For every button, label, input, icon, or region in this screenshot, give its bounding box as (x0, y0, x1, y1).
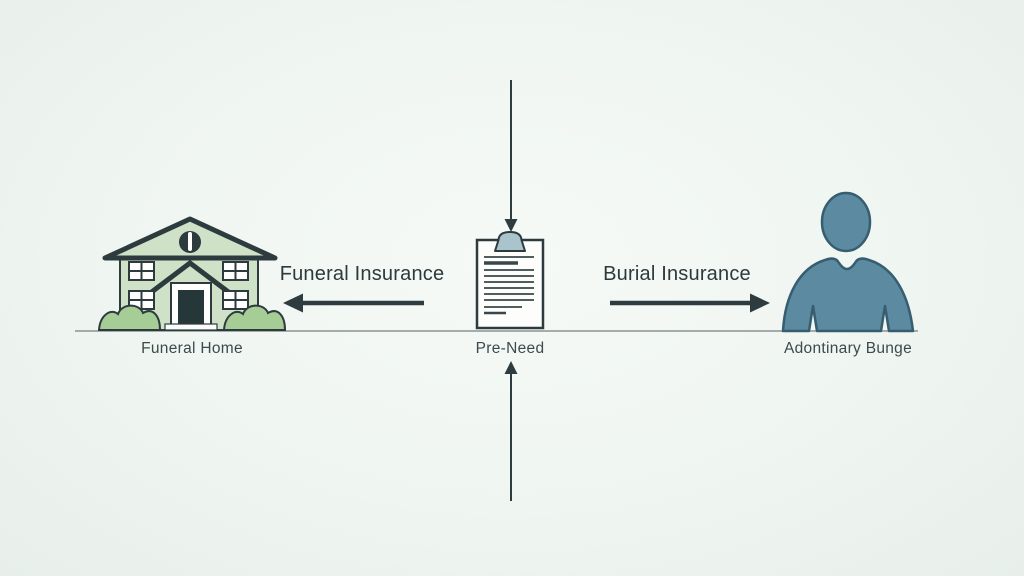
node-label-policyholder: Adontinary Bunge (783, 340, 913, 357)
arrow-up-icon (504, 361, 518, 501)
door-icon (178, 290, 204, 325)
node-label-funeral-home: Funeral Home (141, 340, 243, 357)
arrow-left-icon (283, 293, 424, 313)
bush-icon (222, 304, 287, 331)
edge-label-burial-insurance: Burial Insurance (603, 263, 751, 285)
person-icon (781, 191, 915, 333)
bush-icon (97, 304, 162, 331)
arrow-right-icon (610, 293, 770, 313)
arrow-down-icon (504, 80, 518, 232)
funeral-home-building-icon (97, 216, 287, 331)
edge-label-funeral-insurance: Funeral Insurance (279, 263, 445, 285)
node-label-pre-need: Pre-Need (475, 340, 545, 357)
clipboard-clip (494, 231, 526, 252)
window-icon (128, 261, 249, 310)
steps (164, 323, 218, 331)
pre-need-clipboard-icon (475, 231, 545, 330)
document-text-lines (484, 256, 534, 315)
